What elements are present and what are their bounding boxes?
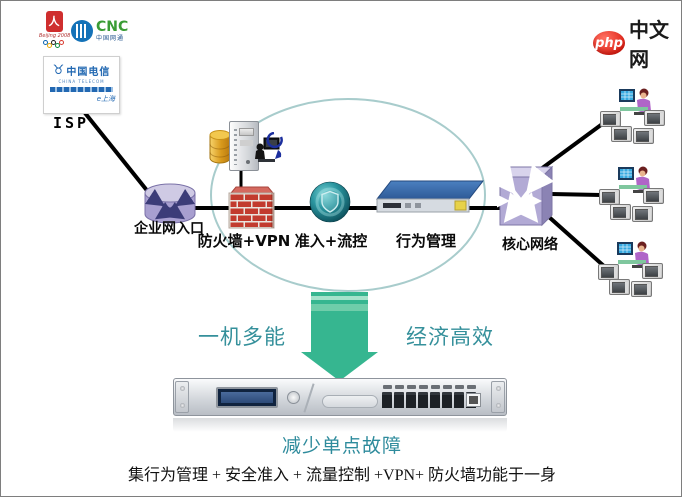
- behavior-device-icon: [375, 180, 485, 213]
- cnc-name: 中国网通: [96, 35, 125, 42]
- php-watermark: php 中文网: [593, 14, 681, 72]
- solution-ellipse: [210, 98, 486, 292]
- telecom-submark: e上海: [96, 95, 115, 103]
- appliance-reflection: [173, 418, 507, 432]
- monitor-icon: [611, 126, 632, 142]
- php-badge-icon: php: [593, 31, 626, 55]
- watermark-text: 中文网: [629, 18, 670, 71]
- cnc-globe-icon: [71, 20, 93, 42]
- monitor-icon: [632, 206, 653, 222]
- monitor-icon: [600, 111, 621, 127]
- china-telecom-icon: ♉: [52, 63, 65, 78]
- monitor-icon: [598, 264, 619, 280]
- panel-divider: [303, 383, 315, 413]
- monitor-icon: [643, 188, 664, 204]
- line-switch-group3: [547, 215, 607, 269]
- rack-ear-right: [491, 381, 505, 413]
- isp-label: ISP: [53, 114, 90, 132]
- admin-server-icon: [229, 121, 259, 171]
- power-button: [287, 391, 300, 404]
- monitor-icon: [610, 204, 631, 220]
- server-drive-bay: [239, 128, 254, 136]
- line-switch-group2: [550, 192, 602, 197]
- olympics-logo: 人 Beijing 2008: [39, 11, 71, 49]
- usb-ports: [466, 393, 481, 407]
- line-switch-group1: [539, 120, 607, 171]
- workstation-group-3: [593, 237, 675, 303]
- summary-text: 集行为管理 + 安全准入 + 流量控制 +VPN+ 防火墙功能于一身: [127, 467, 557, 484]
- cnc-abbr: CNC: [96, 19, 129, 35]
- china-telecom-logo: ♉ 中国电信 CHINA TELECOM e上海: [43, 56, 120, 114]
- down-arrow-icon: [301, 292, 378, 381]
- benefit-left-text: 一机多能: [198, 325, 286, 349]
- line-isp-router: [83, 111, 155, 200]
- monitor-icon: [642, 263, 663, 279]
- benefit-right-text: 经济高效: [406, 325, 494, 349]
- behavior-label: 行为管理: [395, 232, 457, 250]
- monitor-icon: [609, 279, 630, 295]
- user-clipart-icon: [618, 166, 650, 193]
- port-leds: [383, 385, 476, 389]
- core-switch-icon: [497, 164, 555, 227]
- rack-appliance: [173, 378, 507, 416]
- user-clipart-icon: [617, 241, 649, 268]
- cnc-logo: CNC 中国网通: [71, 20, 128, 42]
- workstation-group-2: [594, 162, 676, 228]
- user-clipart-icon: [619, 88, 651, 115]
- entrance-label: 企业网入口: [134, 221, 204, 237]
- lcd-display: [216, 387, 278, 408]
- core-label: 核心网络: [502, 237, 558, 253]
- caption-text: 减少单点故障: [281, 436, 402, 457]
- rack-ear-left: [175, 381, 189, 413]
- access-label: 准入+流控: [294, 232, 368, 250]
- olympic-rings-icon: [43, 40, 65, 49]
- monitor-icon: [631, 281, 652, 297]
- monitor-icon: [633, 128, 654, 144]
- telecom-name: 中国电信: [66, 67, 111, 78]
- telecom-subtitle: CHINA TELECOM: [58, 79, 105, 84]
- olympics-emblem-icon: 人: [45, 11, 63, 32]
- firewall-icon: [228, 186, 275, 229]
- server-power-led: [246, 160, 250, 164]
- admin-operator-icon: [255, 132, 283, 162]
- olympics-caption: Beijing 2008: [39, 33, 71, 39]
- gold-cylinder-icon: [209, 130, 231, 164]
- workstation-group-1: [595, 84, 677, 150]
- firewall-label: 防火墙+VPN: [197, 232, 291, 250]
- drive-slot: [322, 395, 378, 408]
- telecom-band: [50, 87, 113, 92]
- monitor-icon: [644, 110, 665, 126]
- ethernet-ports: [382, 392, 476, 408]
- access-sphere-icon: [309, 181, 351, 223]
- monitor-icon: [599, 189, 620, 205]
- router-icon: [144, 183, 196, 224]
